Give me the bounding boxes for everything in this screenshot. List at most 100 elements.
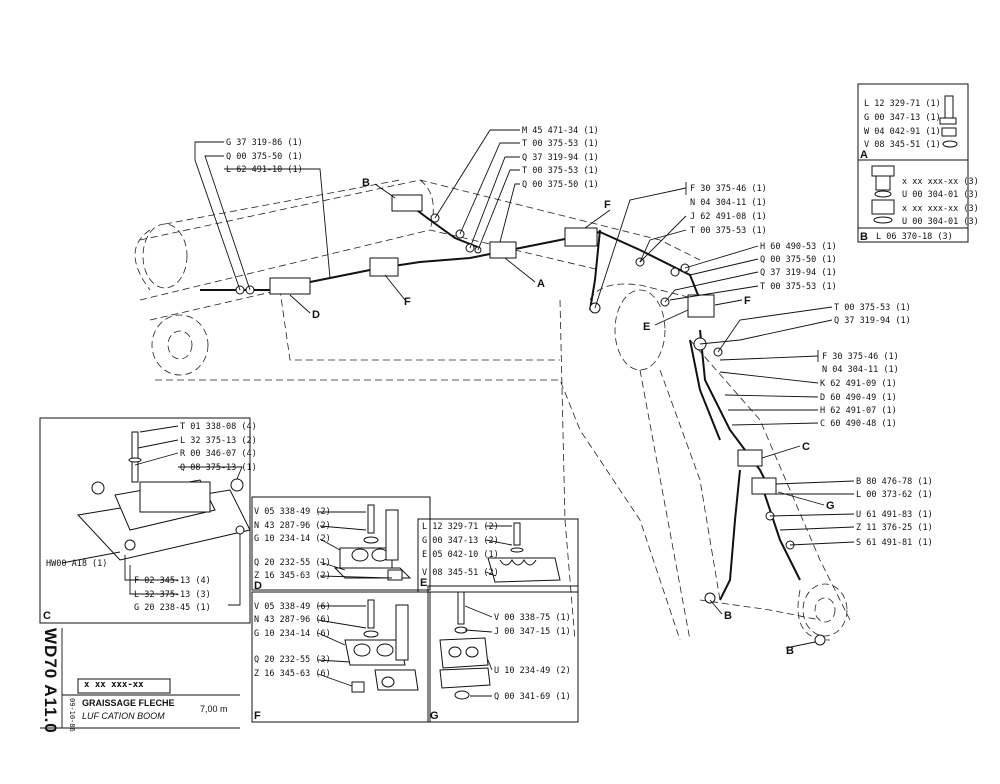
label-j62: J 62 491-08 (1): [690, 212, 767, 222]
label-t00a: T 00 375-53 (1): [522, 139, 599, 149]
detail-a-label-1: L 12 329-71 (1): [864, 99, 941, 109]
detail-c-section: C: [43, 610, 51, 622]
detail-a-sub-1: x xx xxx-xx (3): [902, 177, 979, 187]
detail-c-box: T 01 338-08 (4) L 32 375-13 (2) R 00 346…: [39, 417, 257, 624]
label-s61: S 61 491-81 (1): [856, 538, 933, 548]
detail-d-label-4: Q 20 232-55 (1): [254, 558, 331, 568]
letter-g: G: [826, 500, 835, 512]
clamp-f-left: [369, 257, 399, 277]
detail-d-label-1: V 05 338-49 (2): [254, 507, 331, 517]
main-part-labels: G 37 319-86 (1) Q 00 375-50 (1) L 62 491…: [226, 126, 933, 548]
label-m45: M 45 471-34 (1): [522, 126, 599, 136]
detail-b-label: L 06 370-18 (3): [876, 232, 953, 242]
detail-g-label-3: U 10 234-49 (2): [494, 666, 571, 676]
label-q00b: Q 00 375-50 (1): [522, 180, 599, 190]
label-t00e: T 00 375-53 (1): [834, 303, 911, 313]
label-n04a: N 04 304-11 (1): [690, 198, 767, 208]
clamp-a: [489, 241, 517, 259]
label-t00b: T 00 375-53 (1): [522, 166, 599, 176]
title-block-frame: [40, 628, 240, 729]
label-q00c: Q 00 375-50 (1): [760, 255, 837, 265]
letter-f-e: F: [744, 295, 751, 307]
detail-c-label-2: L 32 375-13 (2): [180, 436, 257, 446]
doc-date: 09-10-86: [68, 698, 76, 732]
detail-a-b-box: L 12 329-71 (1) G 00 347-13 (1) W 04 042…: [857, 83, 979, 243]
label-n04b: N 04 304-11 (1): [822, 365, 899, 375]
letter-f-left: F: [404, 296, 411, 308]
detail-e-section: E: [420, 577, 427, 589]
label-l00: L 00 373-62 (1): [856, 490, 933, 500]
doc-code: WD70 A11.0: [41, 628, 60, 734]
letter-b-bottom: B: [786, 645, 794, 657]
detail-g-section: G: [430, 710, 439, 722]
label-u61: U 61 491-83 (1): [856, 510, 933, 520]
detail-d-section: D: [254, 580, 262, 592]
clamp-c: [737, 449, 763, 467]
label-f30a: F 30 375-46 (1): [690, 184, 767, 194]
detail-f-label-4: Q 20 232-55 (3): [254, 655, 331, 665]
label-h62: H 62 491-07 (1): [820, 406, 897, 416]
label-q37c: Q 37 319-94 (1): [834, 316, 911, 326]
detail-a-sub-2: U 00 304-01 (3): [902, 190, 979, 200]
detail-f-section: F: [254, 710, 261, 722]
detail-d-label-5: Z 16 345-63 (2): [254, 571, 331, 581]
clamp-f-right: [564, 227, 598, 247]
detail-e-label-2: G 00 347-13 (2): [422, 536, 499, 546]
detail-e-box: L 12 329-71 (2) G 00 347-13 (2) E 05 042…: [417, 518, 579, 593]
detail-d-label-3: G 10 234-14 (2): [254, 534, 331, 544]
detail-g-label-2: J 00 347-15 (1): [494, 627, 571, 637]
detail-d-label-2: N 43 287-96 (2): [254, 521, 331, 531]
detail-a-label-4: V 08 345-51 (1): [864, 140, 941, 150]
label-q00a: Q 00 375-50 (1): [226, 152, 303, 162]
clamp-f-e: [687, 294, 715, 318]
title-en: LUF CATION BOOM: [82, 711, 165, 721]
label-h60: H 60 490-53 (1): [760, 242, 837, 252]
label-q37a: Q 37 319-94 (1): [522, 153, 599, 163]
detail-a-label-2: G 00 347-13 (1): [864, 113, 941, 123]
boom-length: 7,00 m: [200, 704, 228, 714]
clamp-b-top: [391, 194, 423, 212]
detail-a-sub-4: U 00 304-01 (3): [902, 217, 979, 227]
clamp-g: [751, 477, 777, 495]
label-d60: D 60 490-49 (1): [820, 393, 897, 403]
detail-e-label-3: E 05 042-10 (1): [422, 550, 499, 560]
distribution-block-d: [269, 277, 311, 295]
detail-b-section: B: [860, 231, 868, 243]
label-l62: L 62 491-10 (1): [226, 165, 303, 175]
detail-f-label-2: N 43 287-96 (6): [254, 615, 331, 625]
letter-c: C: [802, 441, 810, 453]
part-number: x xx xxx-xx: [84, 680, 144, 690]
detail-g-label-4: Q 00 341-69 (1): [494, 692, 571, 702]
detail-c-bottom-1: F 02 345-13 (4): [134, 576, 211, 586]
detail-f-label-5: Z 16 345-63 (6): [254, 669, 331, 679]
label-f30b: F 30 375-46 (1): [822, 352, 899, 362]
title-fr: GRAISSAGE FLECHE: [82, 698, 175, 708]
detail-c-bottom-2: L 32 375-13 (3): [134, 590, 211, 600]
detail-f-box: V 05 338-49 (6) N 43 287-96 (6) G 10 234…: [251, 591, 431, 723]
detail-f-label-3: G 10 234-14 (6): [254, 629, 331, 639]
detail-c-label-3: R 00 346-07 (4): [180, 449, 257, 459]
detail-c-ref: HW00 A18 (1): [46, 559, 107, 569]
letter-a: A: [537, 278, 545, 290]
label-g37: G 37 319-86 (1): [226, 138, 303, 148]
detail-c-bottom-3: G 20 238-45 (1): [134, 603, 211, 613]
detail-d-box: V 05 338-49 (2) N 43 287-96 (2) G 10 234…: [251, 496, 431, 592]
letter-b-mid: B: [724, 610, 732, 622]
detail-f-label-1: V 05 338-49 (6): [254, 602, 331, 612]
label-t00d: T 00 375-53 (1): [760, 282, 837, 292]
detail-a-section: A: [860, 149, 868, 161]
detail-c-label-4: Q 08 375-13 (1): [180, 463, 257, 473]
detail-e-label-4: V 08 345-51 (2): [422, 568, 499, 578]
boom-outline: [134, 179, 851, 641]
label-q37b: Q 37 319-94 (1): [760, 268, 837, 278]
letter-e: E: [643, 321, 650, 333]
detail-a-label-3: W 04 042-91 (1): [864, 127, 941, 137]
letter-f-right: F: [604, 199, 611, 211]
detail-g-label-1: V 00 338-75 (1): [494, 613, 571, 623]
leader-lines: [194, 129, 855, 649]
label-c60: C 60 490-48 (1): [820, 419, 897, 429]
label-z11: Z 11 376-25 (1): [856, 523, 933, 533]
label-b80: B 80 476-78 (1): [856, 477, 933, 487]
label-k62: K 62 491-09 (1): [820, 379, 897, 389]
